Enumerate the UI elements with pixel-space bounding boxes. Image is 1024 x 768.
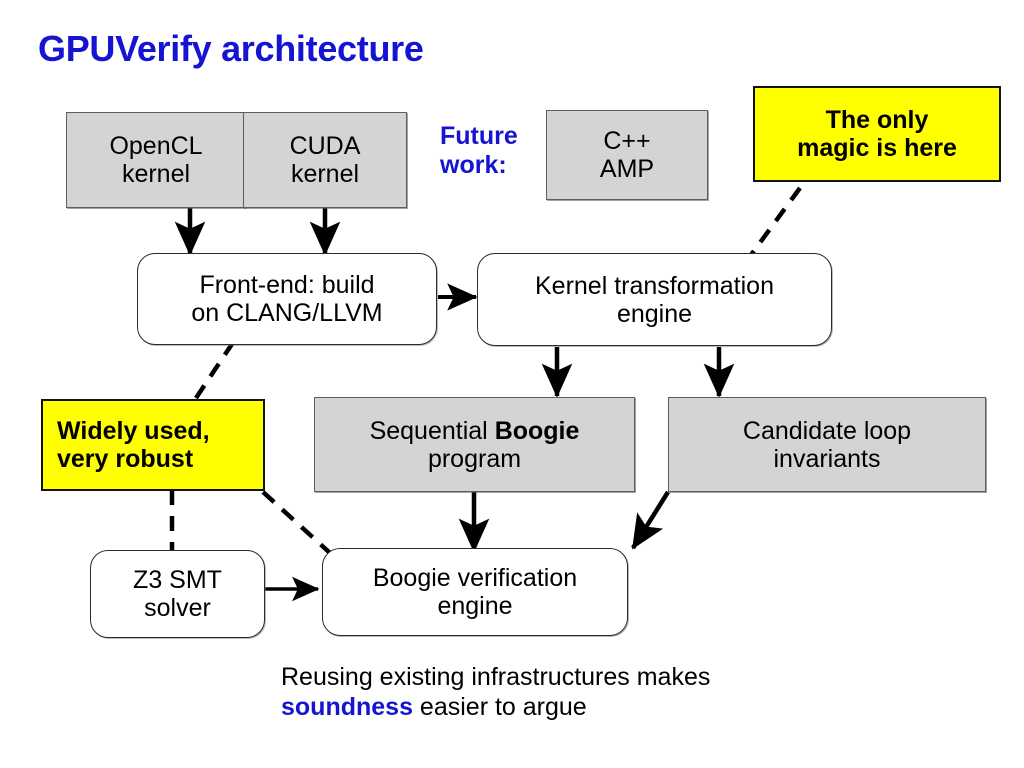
node-sequential-boogie-program-prefix: Sequential (369, 416, 495, 445)
label-future-work-line1: Future (440, 122, 518, 150)
node-boogie-verification-engine-line1: Boogie verification (372, 564, 578, 592)
node-sequential-boogie-program-line2: program (427, 444, 522, 473)
slide-caption-rest: easier to argue (412, 693, 587, 721)
node-candidate-loop-invariants-line1: Candidate loop (742, 416, 912, 445)
node-opencl-kernel[interactable]: OpenCL kernel (66, 112, 246, 208)
node-front-end[interactable]: Front-end: build on CLANG/LLVM (137, 253, 437, 345)
node-sequential-boogie-program[interactable]: Sequential Boogie program (314, 397, 635, 492)
slide-caption-line2: soundness easier to argue (281, 692, 921, 722)
node-boogie-verification-engine[interactable]: Boogie verification engine (322, 548, 628, 636)
connector-magic-callout-to-kernel-transform (746, 186, 802, 261)
node-cuda-kernel[interactable]: CUDA kernel (243, 112, 407, 208)
callout-widely-used-robust-line1: Widely used, (57, 417, 210, 445)
callout-widely-used-robust-line2: very robust (57, 445, 194, 473)
node-cpp-amp-line1: C++ (603, 127, 651, 155)
node-opencl-kernel-line1: OpenCL (109, 132, 203, 160)
node-cuda-kernel-line2: kernel (290, 160, 360, 188)
page-title: GPUVerify architecture (38, 28, 424, 69)
node-front-end-line2: on CLANG/LLVM (191, 299, 383, 327)
connector-robust-callout-to-frontend (194, 342, 234, 400)
node-cpp-amp-line2: AMP (599, 155, 655, 183)
node-candidate-loop-invariants-line2: invariants (773, 444, 881, 473)
node-opencl-kernel-line2: kernel (121, 160, 191, 188)
node-front-end-line1: Front-end: build (199, 271, 375, 299)
callout-widely-used-robust: Widely used, very robust (41, 399, 265, 491)
node-sequential-boogie-program-emphasis: Boogie (494, 416, 580, 445)
node-kernel-transformation-engine-line2: engine (616, 299, 693, 328)
node-sequential-boogie-program-line1: Sequential Boogie (321, 417, 628, 445)
connector-candidate-invariants-to-boogie-verifier (631, 490, 670, 550)
connector-robust-callout-to-boogie-verifier (261, 490, 332, 555)
slide-caption-line1: Reusing existing infrastructures makes (281, 663, 711, 691)
node-candidate-loop-invariants[interactable]: Candidate loop invariants (668, 397, 986, 492)
callout-magic-line1: The only (825, 106, 929, 134)
node-kernel-transformation-engine-line1: Kernel transformation (534, 271, 774, 300)
node-kernel-transformation-engine[interactable]: Kernel transformation engine (477, 253, 832, 346)
label-future-work-line2: work: (440, 151, 507, 179)
callout-magic: The only magic is here (753, 86, 1001, 182)
node-cuda-kernel-line1: CUDA (289, 132, 361, 160)
node-z3-smt-solver-line2: solver (144, 594, 211, 622)
slide-caption: Reusing existing infrastructures makes s… (281, 662, 921, 722)
label-future-work: Future work: (440, 122, 518, 180)
node-cpp-amp[interactable]: C++ AMP (546, 110, 708, 200)
node-z3-smt-solver-line1: Z3 SMT (133, 566, 222, 594)
node-z3-smt-solver[interactable]: Z3 SMT solver (90, 550, 265, 638)
node-boogie-verification-engine-line2: engine (437, 592, 513, 620)
slide-caption-highlight: soundness (281, 693, 413, 721)
callout-magic-line2: magic is here (797, 134, 957, 162)
